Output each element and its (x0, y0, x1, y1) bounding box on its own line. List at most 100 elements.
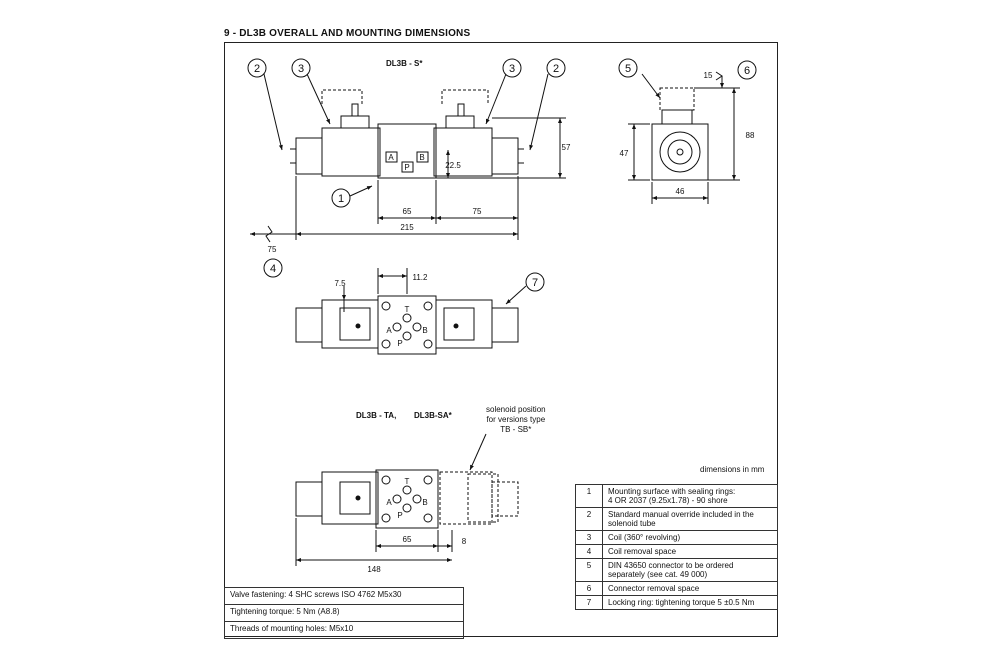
valve-body (377, 123, 437, 179)
units-note: dimensions in mm (700, 465, 765, 474)
plan-port-p-label: P (397, 339, 402, 348)
fastening-text: Valve fastening: 4 SHC screws ISO 4762 M… (224, 587, 464, 605)
dim-8: 8 (462, 537, 467, 546)
callout-3-right: 3 (509, 63, 515, 75)
plan-view (295, 268, 527, 355)
legend-number: 4 (575, 544, 603, 559)
callout-circle-4 (263, 258, 283, 278)
legend-text-cell: Standard manual override included in the… (602, 507, 778, 531)
bottom-override (295, 481, 323, 517)
left-coil-cap (340, 115, 370, 129)
bottom-valve-body (375, 469, 439, 529)
left-override (295, 137, 323, 175)
callout-circle-2-left (247, 58, 267, 78)
side-coil-outer (659, 131, 701, 173)
legend-text: Coil removal space (608, 547, 677, 556)
callout-2-right: 2 (553, 63, 559, 75)
callout-circle-1 (331, 188, 351, 208)
port-b-box (416, 151, 429, 163)
legend-text: DIN 43650 connector to be ordered (608, 561, 734, 570)
bottom-dashed-connector (467, 473, 499, 523)
bottom-port-b-label: B (422, 498, 427, 507)
legend-row: 7 Locking ring: tightening torque 5 ±0.5 … (575, 595, 778, 610)
dim-148: 148 (367, 565, 381, 574)
legend-text-continued: solenoid tube (608, 519, 656, 528)
right-coil-cap (445, 115, 475, 129)
callout-circle-5 (618, 58, 638, 78)
plan-right-override (491, 307, 519, 343)
side-coil-center (676, 148, 684, 156)
callout-2-left: 2 (254, 63, 260, 75)
plan-port-a-label: A (386, 326, 392, 335)
front-view (250, 73, 566, 243)
dim-7-5: 7.5 (334, 279, 346, 288)
legend-text-cell: Coil (360° revolving) (602, 530, 778, 545)
callout-circle-7 (525, 272, 545, 292)
plan-port-b-label: B (422, 326, 427, 335)
dim-47: 47 (620, 149, 629, 158)
callout-7: 7 (532, 277, 538, 289)
legend-number: 5 (575, 558, 603, 582)
side-connector-dashed (659, 87, 695, 111)
legend-text: Mounting surface with sealing rings: (608, 487, 736, 496)
legend-number: 1 (575, 484, 603, 508)
page-title: 9 - DL3B OVERALL AND MOUNTING DIMENSIONS (224, 28, 471, 39)
legend-number: 6 (575, 581, 603, 596)
left-coil (321, 127, 381, 177)
drawing-frame (224, 42, 778, 637)
legend-text: Connector removal space (608, 584, 700, 593)
callout-5: 5 (625, 63, 631, 75)
dim-15: 15 (704, 71, 713, 80)
bottom-dashed-coil (439, 471, 493, 525)
bottom-view (295, 433, 519, 566)
port-a-box (385, 151, 398, 163)
legend-number: 2 (575, 507, 603, 531)
dim-75: 75 (473, 207, 482, 216)
legend-row: 3 Coil (360° revolving) (575, 530, 778, 545)
side-coil-top (661, 109, 693, 125)
bottom-dashed-override (491, 481, 519, 517)
dim-65-bottom: 65 (403, 535, 412, 544)
legend-text: Standard manual override included in the (608, 510, 754, 519)
fastening-row: Threads of mounting holes: M5x10 (224, 621, 464, 639)
dim-57: 57 (562, 143, 571, 152)
left-coil-pin (351, 103, 359, 117)
fastening-table: Valve fastening: 4 SHC screws ISO 4762 M… (224, 587, 464, 639)
right-coil-pin (457, 103, 465, 117)
right-connector-dashed (441, 89, 489, 104)
legend-row: 6 Connector removal space (575, 581, 778, 596)
dim-65: 65 (403, 207, 412, 216)
legend-text-continued: separately (see cat. 49 000) (608, 570, 708, 579)
port-p-box (401, 161, 414, 173)
plan-left-coil-inner (339, 307, 371, 341)
port-a-label: A (388, 153, 394, 162)
fastening-text: Threads of mounting holes: M5x10 (224, 621, 464, 639)
callout-6: 6 (744, 65, 750, 77)
solenoid-note-line-2: for versions type (486, 415, 546, 424)
legend-text: Coil (360° revolving) (608, 533, 681, 542)
legend-number: 3 (575, 530, 603, 545)
callout-1: 1 (338, 193, 344, 205)
side-view (628, 71, 740, 204)
dim-11-2: 11.2 (413, 273, 429, 282)
dim-22-5: 22.5 (445, 161, 461, 170)
bottom-port-a-label: A (386, 498, 392, 507)
right-override (491, 137, 519, 175)
callout-4: 4 (270, 263, 276, 275)
plan-right-coil-inner (443, 307, 475, 341)
plan-port-t-label: T (405, 305, 410, 314)
dim-75-removal: 75 (268, 245, 277, 254)
legend-text: Locking ring: tightening torque 5 ±0.5 N… (608, 598, 755, 607)
bottom-port-p-label: P (397, 511, 402, 520)
legend-number: 7 (575, 595, 603, 610)
callout-circle-2-right (546, 58, 566, 78)
fastening-row: Valve fastening: 4 SHC screws ISO 4762 M… (224, 587, 464, 605)
legend-text-cell: Connector removal space (602, 581, 778, 596)
left-connector-dashed (321, 89, 363, 104)
port-b-label: B (419, 153, 424, 162)
dim-46: 46 (676, 187, 685, 196)
solenoid-note-line-1: solenoid position (486, 405, 546, 414)
fastening-text: Tightening torque: 5 Nm (A8.8) (224, 604, 464, 622)
